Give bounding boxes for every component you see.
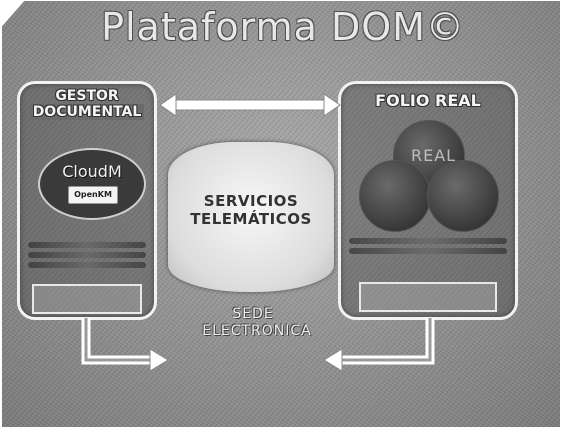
cloudm-oval: CloudM OpenKM	[38, 148, 146, 220]
folio-real-panel: FOLIO REAL REAL	[338, 81, 518, 320]
folio-circles-group: REAL	[355, 120, 501, 232]
openkm-logo-badge: OpenKM	[68, 186, 118, 204]
gestor-header-line2: DOCUMENTAL	[29, 104, 145, 120]
gestor-header-line1: GESTOR	[55, 88, 119, 104]
real-label: REAL	[411, 146, 457, 165]
servicios-telematicos-label: SERVICIOS TELEMÁTICOS	[168, 192, 334, 228]
gestor-footer-box	[32, 284, 142, 314]
sede-line1: SEDE	[232, 306, 274, 322]
cloudm-label: CloudM	[62, 162, 122, 181]
folio-real-header: FOLIO REAL	[375, 91, 481, 110]
servicios-telematicos-node: SERVICIOS TELEMÁTICOS	[168, 142, 334, 292]
circle-bottom-left	[359, 160, 431, 232]
folio-footer-box	[359, 282, 497, 312]
gestor-documental-panel: GESTOR DOCUMENTAL CloudM OpenKM	[17, 81, 157, 320]
gestor-illegible-text	[28, 238, 146, 272]
sede-line2: ELECTRONICA	[202, 323, 312, 339]
center-line1: SERVICIOS	[203, 192, 299, 210]
diagram-title: Plataforma DOM©	[101, 5, 465, 49]
center-line2: TELEMÁTICOS	[190, 210, 312, 228]
circle-bottom-right	[427, 160, 499, 232]
gestor-documental-header: GESTOR DOCUMENTAL	[20, 88, 154, 120]
sede-electronica-label: SEDE ELECTRONICA	[178, 306, 328, 340]
folio-illegible-text	[349, 234, 507, 258]
